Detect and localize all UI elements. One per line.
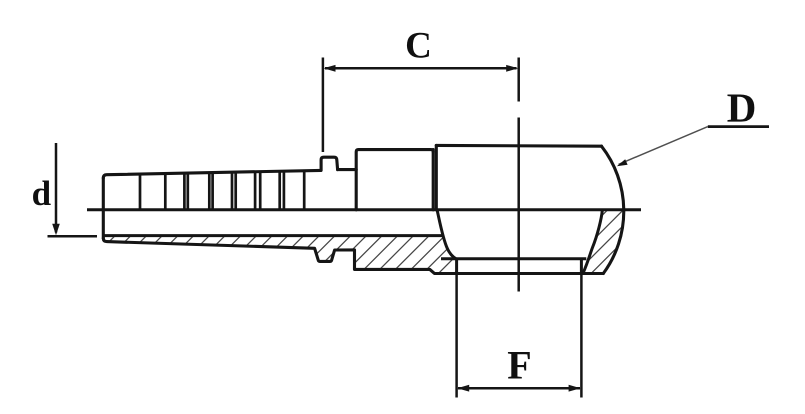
- svg-text:C: C: [405, 25, 432, 66]
- svg-text:F: F: [507, 343, 531, 388]
- svg-text:D: D: [727, 84, 757, 130]
- svg-text:d: d: [32, 174, 52, 213]
